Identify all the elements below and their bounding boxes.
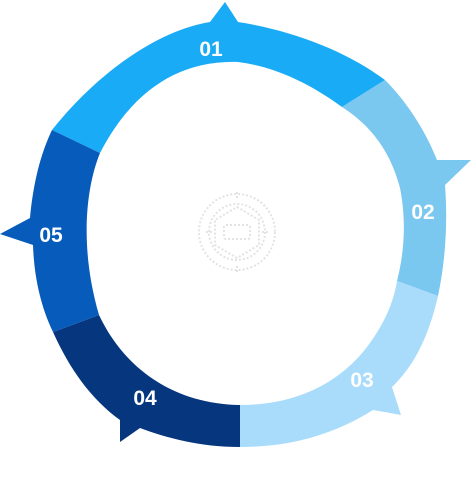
hexagon-gear-icon [198,190,276,274]
segment-02 [342,80,471,296]
segment-04-label: 04 [133,387,157,410]
segment-03 [240,281,438,447]
segment-01-label: 01 [199,38,223,61]
segment-02-label: 02 [411,201,434,224]
segment-05 [0,130,100,332]
segment-05-label: 05 [39,224,63,247]
segment-01 [52,2,385,153]
segment-03-label: 03 [350,369,373,392]
segment-04 [53,315,240,447]
